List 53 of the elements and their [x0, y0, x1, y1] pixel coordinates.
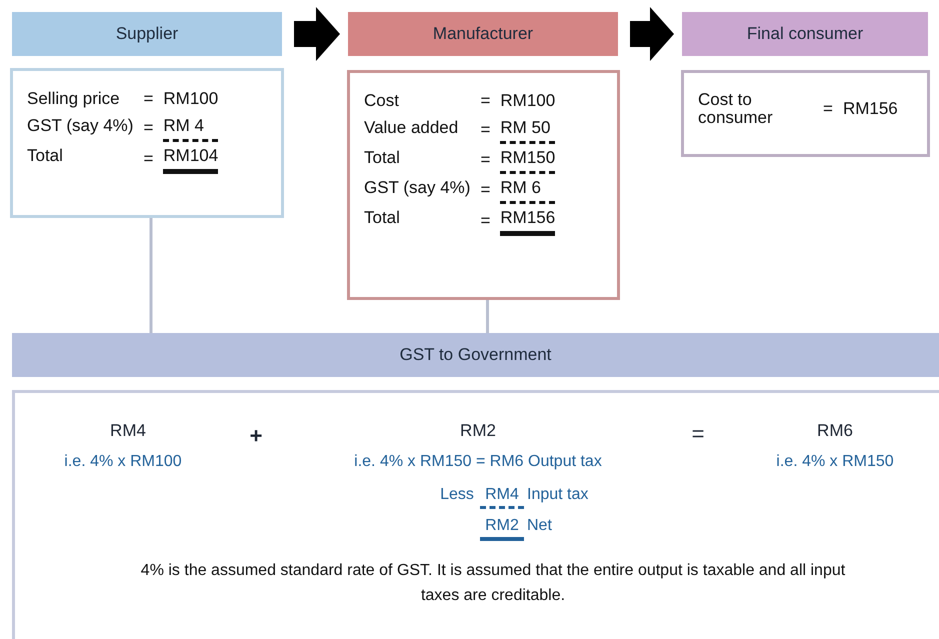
- amount: RM4: [480, 486, 524, 509]
- equals-sign: =: [480, 180, 490, 200]
- note-text: 4% is the assumed standard rate of GST. It is assumed that the entire output is taxable and all input taxes are creditable.: [140, 561, 846, 606]
- block-arrow: [630, 7, 674, 61]
- calculation-box: [681, 70, 930, 157]
- stage-header-band: Supplier: [12, 12, 282, 56]
- amount: RM100: [500, 91, 556, 112]
- row-label: Total: [27, 146, 64, 167]
- row-label: GST (say 4%): [27, 116, 134, 137]
- amount: RM 6: [500, 178, 556, 204]
- amount: RM2: [480, 517, 524, 541]
- equals-sign: =: [480, 120, 490, 140]
- formula-text: i.e. 4% x RM150: [775, 453, 895, 471]
- row-label: Value added: [364, 118, 460, 139]
- calculation-box: [347, 70, 620, 300]
- row-label: Total: [364, 208, 401, 229]
- equals-sign: =: [143, 148, 154, 170]
- amount: RM 50: [500, 118, 556, 144]
- row-label: Total: [364, 148, 401, 169]
- equals-sign: =: [480, 91, 490, 112]
- row-label: Selling price: [27, 89, 121, 110]
- calculation-box: [10, 68, 284, 218]
- section-header-band: GST to Government: [12, 333, 939, 377]
- tax-summary-box: [12, 390, 939, 639]
- equals-sign: =: [480, 210, 490, 232]
- amount: RM6: [816, 421, 854, 441]
- formula-text: Less: [439, 486, 475, 504]
- amount: RM2: [459, 421, 497, 441]
- stage-header-band: Final consumer: [682, 12, 928, 56]
- equals-sign: =: [823, 98, 833, 120]
- block-arrow: [294, 7, 340, 61]
- amount: RM156: [842, 98, 898, 120]
- amount: RM 4: [163, 116, 218, 142]
- formula-text: Net: [527, 517, 553, 535]
- equals-sign: =: [480, 150, 490, 170]
- formula-text: i.e. 4% x RM100: [63, 453, 183, 471]
- connector-line: [150, 218, 152, 333]
- row-label: Cost to consumer: [698, 91, 774, 129]
- equals-sign: =: [690, 421, 706, 447]
- formula-text: i.e. 4% x RM150 = RM6 Output tax: [353, 453, 603, 471]
- equals-sign: =: [143, 89, 154, 110]
- plus-sign: +: [248, 423, 264, 449]
- formula-text: Input tax: [527, 486, 590, 504]
- stage-header-band: Manufacturer: [348, 12, 618, 56]
- equals-sign: =: [143, 118, 154, 138]
- amount: RM4: [109, 421, 147, 441]
- row-label: Cost: [364, 91, 400, 112]
- amount: RM104: [163, 146, 218, 174]
- amount: RM100: [163, 89, 218, 110]
- amount: RM156: [500, 208, 556, 236]
- row-label: GST (say 4%): [364, 178, 470, 199]
- amount: RM150: [500, 148, 556, 174]
- connector-line: [486, 300, 489, 333]
